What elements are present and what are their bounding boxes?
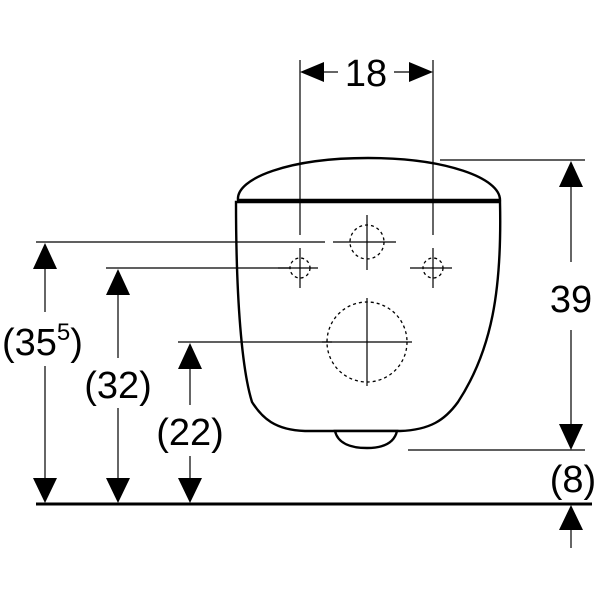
dimension-32: (32): [84, 269, 152, 503]
dimension-label-32: (32): [84, 365, 152, 407]
toilet-bowl-body: [234, 200, 502, 433]
toilet-lid: [236, 156, 502, 202]
right-fixing-circle: [410, 248, 452, 288]
dimension-label-35-5: (355): [2, 319, 83, 364]
dimension-8: (8): [550, 459, 596, 548]
dimension-label-22: (22): [156, 412, 224, 454]
dimension-39: 39: [550, 161, 592, 450]
dimension-22: (22): [156, 343, 224, 503]
top-pipe-circle: [333, 215, 396, 270]
dimension-label-18: 18: [345, 53, 387, 95]
dimension-label-8: (8): [550, 459, 596, 501]
extension-lines: [36, 60, 585, 451]
dimension-label-39: 39: [550, 279, 592, 321]
dimension-18: 18: [300, 53, 433, 95]
dimension-35-5: (355): [2, 243, 83, 503]
waste-outlet-circle: [322, 298, 412, 386]
toilet-foot: [333, 429, 399, 450]
